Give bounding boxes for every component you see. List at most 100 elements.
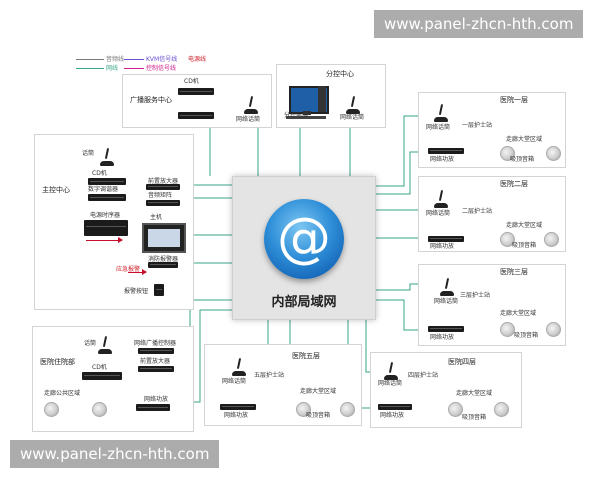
ceiling-speaker-icon xyxy=(500,146,515,161)
floor5-power: 网络功放 xyxy=(224,412,249,419)
desk-mic-icon xyxy=(98,335,112,354)
branch-pc-label: 分控电脑 xyxy=(284,112,309,119)
main-alarm2-label: 应急报警 xyxy=(116,266,141,273)
floor3-power: 网络功放 xyxy=(430,334,455,341)
ceiling-speaker-icon xyxy=(92,402,107,417)
main-sequencer-label: 电源时序器 xyxy=(90,212,121,219)
floor4-title: 医院四层 xyxy=(448,358,476,366)
outpatient-cd-device xyxy=(82,372,122,380)
floor2-title: 医院二层 xyxy=(500,180,528,188)
wire-floor1 xyxy=(374,115,420,187)
outpatient-ctrl-label: 网络广播控制器 xyxy=(134,340,177,347)
floor5-area: 走廊大堂区域 xyxy=(300,388,337,395)
main-alarm1-device xyxy=(148,262,178,268)
watermark-top: www.panel-zhcn-hth.com xyxy=(374,10,584,38)
network-mic-icon xyxy=(440,277,454,296)
branch-station-label: 网络话筒 xyxy=(340,114,365,121)
floor3-amplifier-device xyxy=(428,326,464,332)
floor4-area: 走廊大堂区域 xyxy=(456,390,493,397)
branch-center-title: 分控中心 xyxy=(326,70,354,78)
floor2-amplifier-device xyxy=(428,236,464,242)
floor3-nurse: 三层护士站 xyxy=(460,292,491,299)
floor2-nurse: 二层护士站 xyxy=(462,208,493,215)
floor1-speaker: 吸顶音箱 xyxy=(510,156,535,163)
outpatient-power-label: 网络功放 xyxy=(144,396,169,403)
floor3-station: 网络话筒 xyxy=(434,298,459,305)
outpatient-power-device xyxy=(136,404,170,411)
network-mic-icon xyxy=(232,357,246,376)
floor1-title: 医院一层 xyxy=(500,96,528,104)
main-alarm1-label: 消防报警器 xyxy=(148,256,179,263)
cd-player-device xyxy=(178,88,214,95)
outpatient-cd-label: CD机 xyxy=(92,364,107,371)
main-mixer-device xyxy=(146,200,180,206)
floor1-area: 走廊大堂区域 xyxy=(506,136,543,143)
ceiling-speaker-icon xyxy=(500,322,515,337)
hub-label: 内部局域网 xyxy=(271,295,337,310)
power-arrow-icon xyxy=(86,237,123,243)
desk-mic-icon xyxy=(100,147,114,166)
legend: 音频线 KVM信号线 电源线 网线 控制信号线 xyxy=(76,56,236,76)
floor5-panel xyxy=(204,344,362,426)
main-mixer-label: 音频矩阵 xyxy=(148,192,173,199)
outpatient-mic-label: 话筒 xyxy=(84,340,97,347)
floor2-speaker: 吸顶音箱 xyxy=(512,242,537,249)
legend-swatch-audio xyxy=(76,59,104,60)
outpatient-ctrl-device xyxy=(138,348,174,354)
legend-audio: 音频线 xyxy=(106,56,125,63)
legend-swatch-ctrl xyxy=(124,68,144,69)
lan-hub: @ 内部局域网 xyxy=(232,176,376,320)
at-sign-icon: @ xyxy=(264,199,344,279)
ceiling-speaker-icon xyxy=(544,232,559,247)
host-screen-icon xyxy=(142,223,186,253)
floor1-amplifier-device xyxy=(428,148,464,154)
network-mic-icon xyxy=(434,189,448,208)
outpatient-amp-label: 前置放大器 xyxy=(140,358,171,365)
legend-swatch-net xyxy=(76,68,104,69)
outpatient-title: 医院住院部 xyxy=(40,358,75,366)
pc-tower-icon xyxy=(318,86,326,112)
main-center-title: 主控中心 xyxy=(42,186,70,194)
floor2-power: 网络功放 xyxy=(430,243,455,250)
main-cd-label: CD机 xyxy=(92,170,107,177)
floor1-power: 网络功放 xyxy=(430,156,455,163)
broadcast-station-label: 网络话筒 xyxy=(236,116,261,123)
ceiling-speaker-icon xyxy=(448,402,463,417)
legend-power: 电源线 xyxy=(188,56,207,63)
floor4-station: 网络话筒 xyxy=(378,380,403,387)
main-mic-label: 话筒 xyxy=(82,150,95,157)
floor2-area: 走廊大堂区域 xyxy=(506,222,543,229)
legend-swatch-kvm xyxy=(124,59,144,60)
floor5-speaker: 吸顶音箱 xyxy=(306,412,331,419)
broadcast-center-title: 广播服务中心 xyxy=(130,96,172,104)
floor3-area: 走廊大堂区域 xyxy=(500,310,537,317)
floor5-title: 医院五层 xyxy=(292,352,320,360)
ceiling-speaker-icon xyxy=(44,402,59,417)
floor4-amplifier-device xyxy=(378,404,412,410)
ceiling-speaker-icon xyxy=(500,232,515,247)
floor5-nurse: 五层护士站 xyxy=(254,372,285,379)
main-alarm3-label: 报警按钮 xyxy=(124,288,149,295)
broadcast-cd-label: CD机 xyxy=(184,78,199,85)
network-mic-icon xyxy=(346,95,360,114)
ceiling-speaker-icon xyxy=(546,322,561,337)
ceiling-speaker-icon xyxy=(546,146,561,161)
legend-ctrl: 控制信号线 xyxy=(146,65,177,72)
floor4-power: 网络功放 xyxy=(380,412,405,419)
legend-net: 网线 xyxy=(106,65,119,72)
floor3-panel xyxy=(418,264,566,346)
floor3-speaker: 吸顶音箱 xyxy=(514,332,539,339)
legend-kvm: KVM信号线 xyxy=(146,56,178,63)
main-amp-label: 前置放大器 xyxy=(148,178,179,185)
ceiling-speaker-icon xyxy=(340,402,355,417)
alarm-button-device xyxy=(154,284,164,296)
main-host-label: 主机 xyxy=(150,214,163,221)
floor2-station: 网络话筒 xyxy=(426,210,451,217)
keyboard-icon xyxy=(286,116,326,119)
ceiling-speaker-icon xyxy=(494,402,509,417)
monitor-stand xyxy=(303,111,311,115)
network-mic-icon xyxy=(434,103,448,122)
main-digital-label: 数字调谐器 xyxy=(88,186,119,193)
floor1-station: 网络话筒 xyxy=(426,124,451,131)
main-digital-device xyxy=(88,194,126,201)
